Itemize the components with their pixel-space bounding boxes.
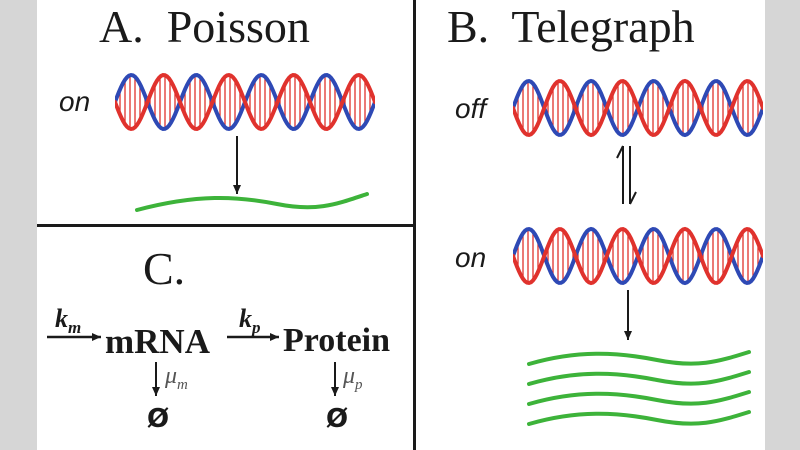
dna-strand-red: [513, 78, 763, 138]
horizontal-divider: [37, 224, 414, 227]
protein-species-label: Protein: [283, 322, 391, 359]
dna-strand-red: [513, 226, 763, 286]
panel-b-off-label: off: [455, 93, 487, 124]
arrow-layer: [47, 136, 751, 426]
vertical-divider: [413, 0, 416, 450]
mrna-production-rate: km: [55, 304, 82, 338]
mrna-degradation-rate: μm: [165, 363, 188, 393]
mrna-species-label: mRNA: [105, 322, 210, 361]
protein-degradation-rate: μp: [343, 363, 363, 393]
dna-strand-red: [115, 72, 375, 132]
panel-a-mrna-icon: [135, 192, 369, 212]
protein-production-rate: kp: [239, 304, 261, 338]
mrna-degradation-sink: Ø: [147, 404, 170, 434]
panel-a-on-label: on: [59, 86, 91, 117]
panel-b-mrna-icon-group: [527, 350, 751, 426]
telegraph-mrna-strand: [527, 390, 751, 406]
panel-b-title: B. Telegraph: [447, 1, 695, 52]
protein-degradation-sink: Ø: [326, 404, 349, 434]
telegraph-mrna-strand: [527, 370, 751, 386]
panel-a-dna-icon: [115, 72, 375, 132]
panel-c-title: C.: [143, 243, 186, 294]
panel-b-switch-arrows-icon: [616, 145, 637, 205]
panel-a-title: A. Poisson: [99, 1, 310, 52]
panel-b-on-label: on: [455, 242, 487, 273]
figure: A. Poisson on B. Telegraph off on C. km …: [37, 0, 765, 450]
panel-b-on-dna-icon: [513, 226, 763, 286]
panel-b-off-dna-icon: [513, 78, 763, 138]
telegraph-mrna-strand: [527, 350, 751, 366]
telegraph-mrna-strand: [527, 410, 751, 426]
